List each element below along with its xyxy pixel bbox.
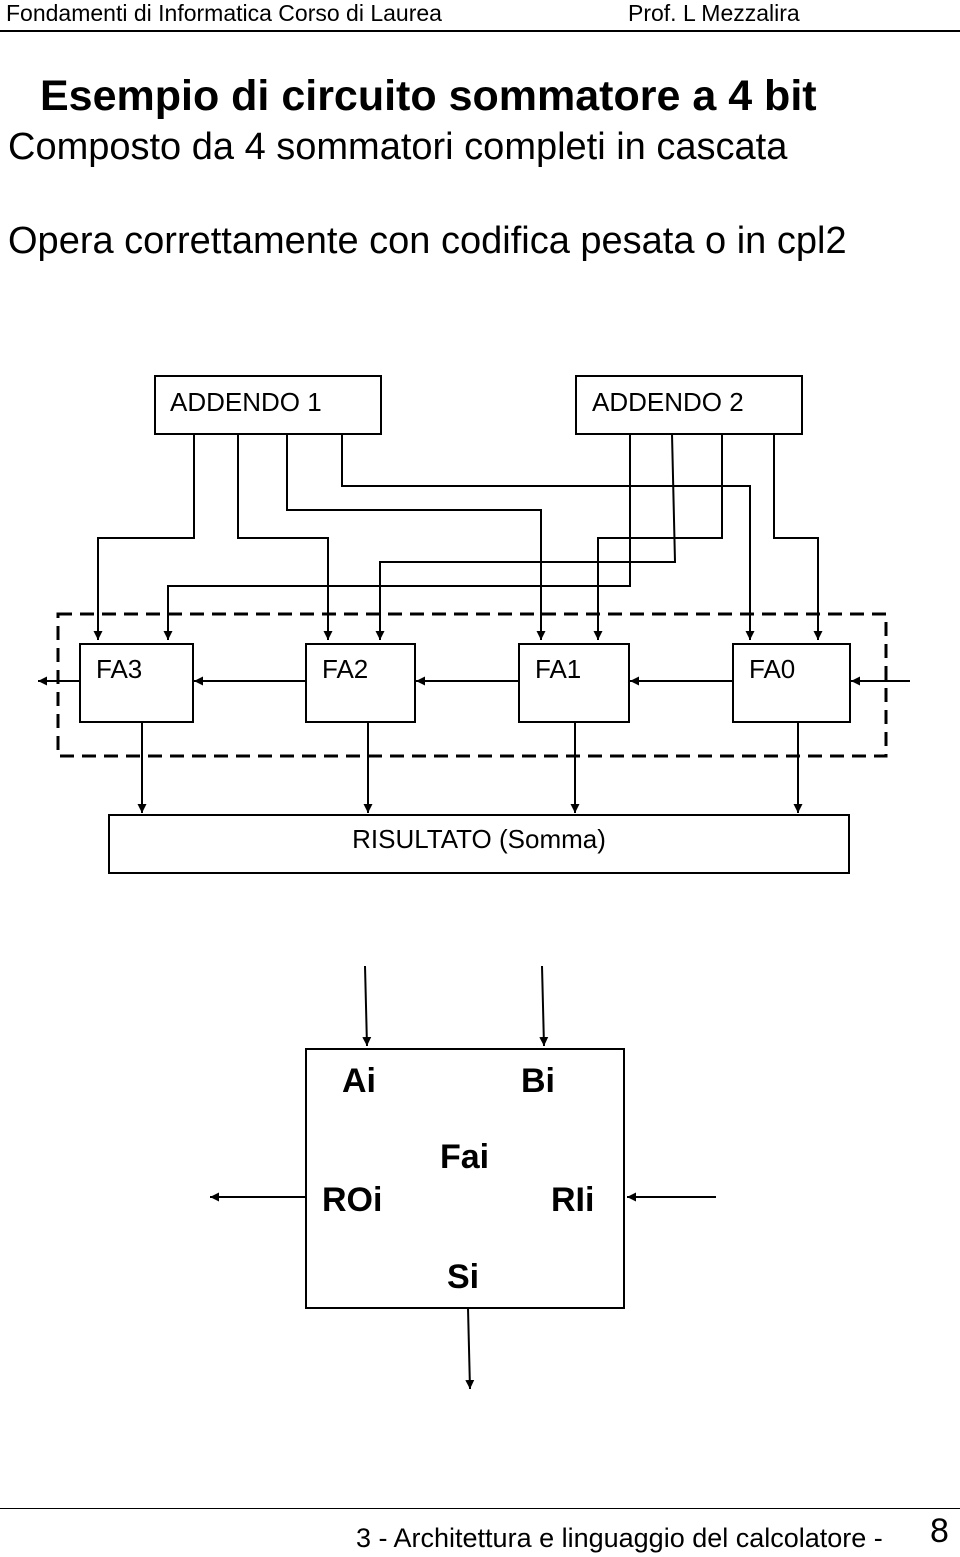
fa1-label: FA1 <box>535 654 581 684</box>
fa3-box: FA3 <box>79 643 194 723</box>
addend2-label: ADDENDO 2 <box>592 387 744 417</box>
result-label: RISULTATO (Somma) <box>352 824 606 854</box>
sum-outputs <box>137 722 803 813</box>
carry-in-label: RIi <box>551 1181 594 1219</box>
full-adder-detail-box: Ai Bi Fai ROi RIi Si <box>305 1048 625 1309</box>
fa3-label: FA3 <box>96 654 142 684</box>
wire-b2 <box>375 433 677 640</box>
input-b-wire <box>539 965 549 1047</box>
addend1-wires <box>93 434 755 640</box>
wire-a2 <box>237 434 333 640</box>
header-divider <box>0 30 960 32</box>
footer-chapter: 3 - Architettura e linguaggio del calcol… <box>356 1523 883 1553</box>
fa2-box: FA2 <box>305 643 416 723</box>
slide-note: Opera correttamente con codifica pesata … <box>8 220 847 262</box>
fa1-box: FA1 <box>518 643 630 723</box>
slide-subtitle: Composto da 4 sommatori completi in casc… <box>8 126 788 168</box>
slide-title: Esempio di circuito sommatore a 4 bit <box>40 72 817 120</box>
wire-b1 <box>593 434 723 640</box>
addend2-box: ADDENDO 2 <box>575 375 803 435</box>
fa2-label: FA2 <box>322 654 368 684</box>
full-adder-name: Fai <box>440 1138 489 1176</box>
sum-detail-wire <box>465 1307 475 1390</box>
fa0-box: FA0 <box>732 643 851 723</box>
wire-a3 <box>93 434 195 640</box>
footer-divider <box>0 1508 960 1509</box>
sum-label: Si <box>447 1258 479 1296</box>
wire-b0 <box>773 434 823 640</box>
addend1-label: ADDENDO 1 <box>170 387 322 417</box>
header-professor: Prof. L Mezzalira <box>628 0 800 26</box>
result-box: RISULTATO (Somma) <box>108 814 850 874</box>
carry-out-label: ROi <box>322 1181 382 1219</box>
page-number: 8 <box>930 1512 949 1550</box>
header-course: Fondamenti di Informatica Corso di Laure… <box>6 0 442 26</box>
wire-a1 <box>286 434 546 640</box>
input-b-label: Bi <box>521 1062 555 1100</box>
wire-a0 <box>341 434 755 640</box>
addend1-box: ADDENDO 1 <box>154 375 382 435</box>
input-a-label: Ai <box>342 1062 376 1100</box>
input-a-wire <box>362 965 372 1047</box>
full-adder-detail-wires <box>210 965 716 1390</box>
fa0-label: FA0 <box>749 654 795 684</box>
